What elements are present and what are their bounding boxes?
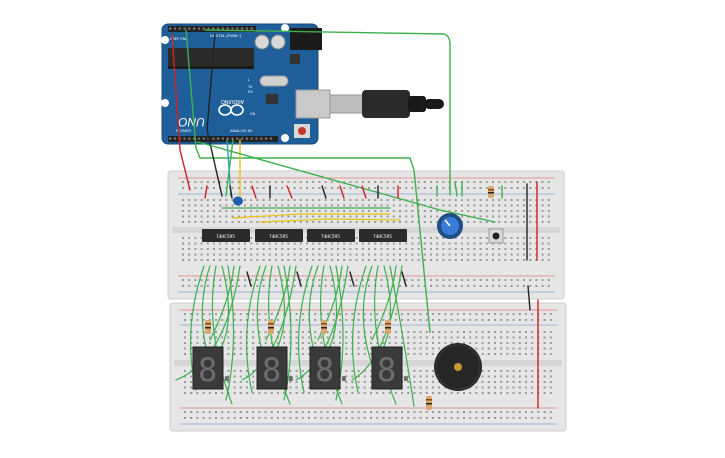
capacitor-icon bbox=[233, 196, 243, 206]
on-label: ON bbox=[250, 112, 256, 116]
chip-label: 74HC595 bbox=[216, 234, 235, 240]
header-power-label: POWER bbox=[176, 128, 191, 133]
display-digit: 8. bbox=[377, 351, 416, 389]
aref-label: AREF bbox=[170, 37, 179, 41]
shift-register-chip-3[interactable]: 74HC595 bbox=[307, 229, 355, 242]
breadboard-holes bbox=[182, 181, 550, 287]
resistor-icon bbox=[385, 320, 391, 334]
seven-segment-display-2[interactable]: 8. bbox=[256, 346, 301, 390]
shift-register-chip-2[interactable]: 74HC595 bbox=[255, 229, 303, 242]
header-analog-label: ANALOG IN bbox=[230, 128, 252, 133]
resistor-icon bbox=[426, 396, 432, 410]
rx-label: RX bbox=[248, 90, 254, 94]
display-digit: 8. bbox=[262, 351, 301, 389]
push-button-icon[interactable] bbox=[488, 228, 504, 244]
chip-label: 74HC595 bbox=[373, 234, 392, 240]
header-pins bbox=[169, 27, 272, 140]
shift-register-chip-1[interactable]: 74HC595 bbox=[202, 229, 250, 242]
buzzer-icon[interactable] bbox=[434, 343, 482, 391]
shift-register-chip-4[interactable]: 74HC595 bbox=[359, 229, 407, 242]
resistor-icon bbox=[268, 320, 274, 334]
seven-segment-display-3[interactable]: 8. bbox=[309, 346, 354, 390]
arduino-logo-text: ARDUINO bbox=[221, 98, 244, 104]
arduino-brand-label: UNO bbox=[178, 115, 205, 129]
chip-label: 74HC595 bbox=[321, 234, 340, 240]
resistor-icon bbox=[205, 320, 211, 334]
chip-label: 74HC595 bbox=[269, 234, 288, 240]
seven-segment-display-1[interactable]: 8. bbox=[192, 346, 237, 390]
arduino-uno-board[interactable]: DIGITAL (PWM~) POWER ANALOG IN AREF GND … bbox=[161, 23, 331, 145]
header-digital-label: DIGITAL (PWM~) bbox=[210, 33, 242, 38]
resistor-icon bbox=[321, 320, 327, 334]
display-digit: 8. bbox=[315, 351, 354, 389]
arduino-logo-icon bbox=[218, 104, 244, 116]
seven-segment-display-4[interactable]: 8. bbox=[371, 346, 416, 390]
l-label: L bbox=[248, 78, 250, 82]
potentiometer-icon[interactable] bbox=[437, 213, 463, 239]
gnd-label: GND bbox=[180, 37, 188, 41]
resistor-icon bbox=[488, 186, 494, 198]
tx-label: TX bbox=[248, 85, 253, 89]
usb-cable-icon bbox=[329, 90, 444, 118]
display-digit: 8. bbox=[198, 351, 237, 389]
